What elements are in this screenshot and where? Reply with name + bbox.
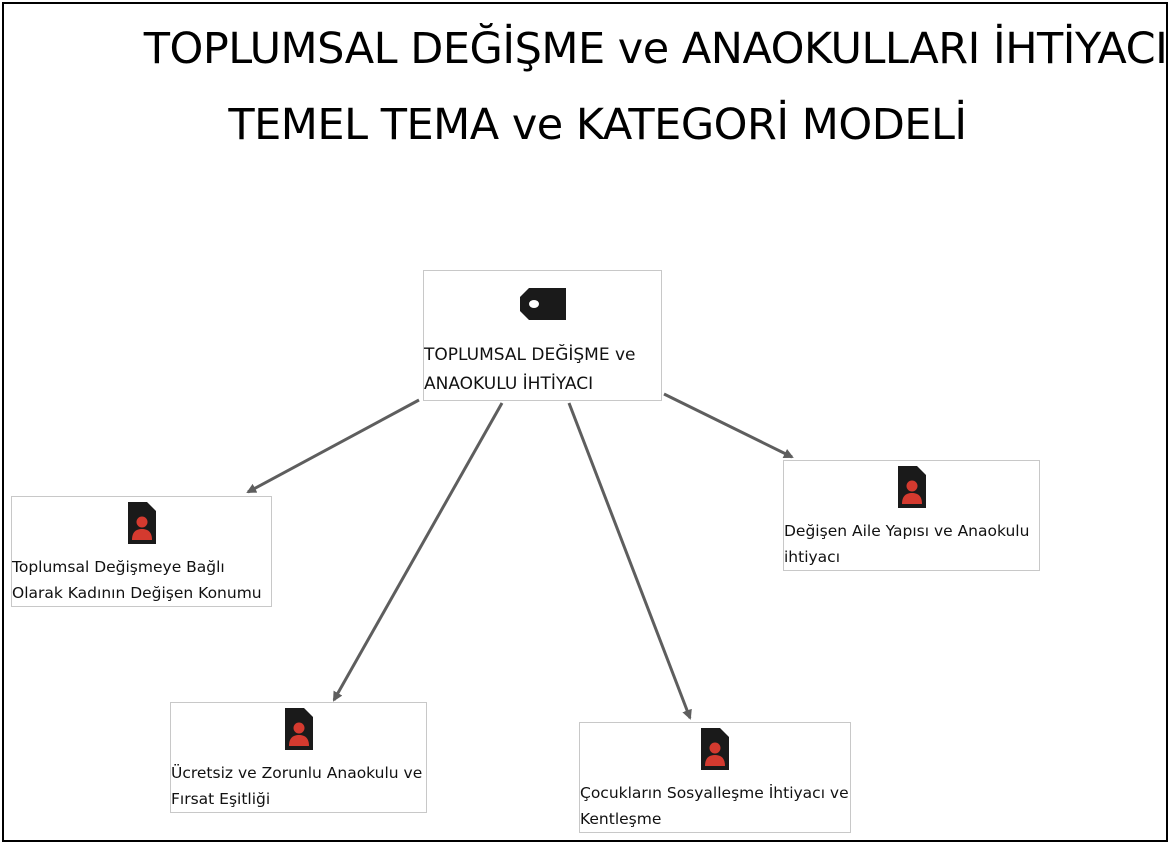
connector-arrow-ucretsiz bbox=[332, 402, 504, 702]
category-label-line-1: Değişen Aile Yapısı ve Anaokulu bbox=[784, 522, 1030, 540]
diagram-title-line-1: TOPLUMSAL DEĞİŞME ve ANAOKULLARI İHTİYAC… bbox=[143, 24, 1168, 74]
category-label-line-1: Çocukların Sosyalleşme İhtiyacı ve bbox=[580, 784, 849, 802]
category-node-kadin[interactable]: Toplumsal Değişmeye Bağlı Olarak Kadının… bbox=[11, 496, 272, 607]
root-label-line-2: ANAOKULU İHTİYACI bbox=[424, 374, 594, 394]
connector-arrow-kadin bbox=[246, 398, 420, 494]
category-node-cocuklar[interactable]: Çocukların Sosyalleşme İhtiyacı ve Kentl… bbox=[579, 722, 851, 833]
category-node-aile[interactable]: Değişen Aile Yapısı ve Anaokulu ihtiyacı bbox=[783, 460, 1040, 571]
category-label-line-2: Olarak Kadının Değişen Konumu bbox=[12, 584, 262, 602]
category-label-line-1: Toplumsal Değişmeye Bağlı bbox=[12, 558, 225, 576]
category-node-ucretsiz[interactable]: Ücretsiz ve Zorunlu Anaokulu ve Fırsat E… bbox=[170, 702, 427, 813]
category-label-line-1: Ücretsiz ve Zorunlu Anaokulu ve bbox=[171, 764, 423, 782]
connector-arrow-aile bbox=[663, 392, 794, 459]
person-document-icon bbox=[897, 466, 926, 508]
person-document-icon bbox=[701, 728, 729, 770]
theme-tag-icon bbox=[519, 288, 566, 320]
category-label-line-2: ihtiyacı bbox=[784, 548, 841, 566]
connector-arrow-cocuklar bbox=[567, 402, 692, 720]
root-label-line-1: TOPLUMSAL DEĞİŞME ve bbox=[424, 345, 636, 365]
theme-node-root[interactable]: TOPLUMSAL DEĞİŞME ve ANAOKULU İHTİYACI bbox=[423, 270, 662, 401]
person-document-icon bbox=[284, 708, 313, 750]
category-label-line-2: Kentleşme bbox=[580, 810, 662, 828]
category-label-line-2: Fırsat Eşitliği bbox=[171, 790, 271, 808]
person-document-icon bbox=[127, 502, 156, 544]
diagram-title-line-2: TEMEL TEMA ve KATEGORİ MODELİ bbox=[228, 100, 967, 150]
